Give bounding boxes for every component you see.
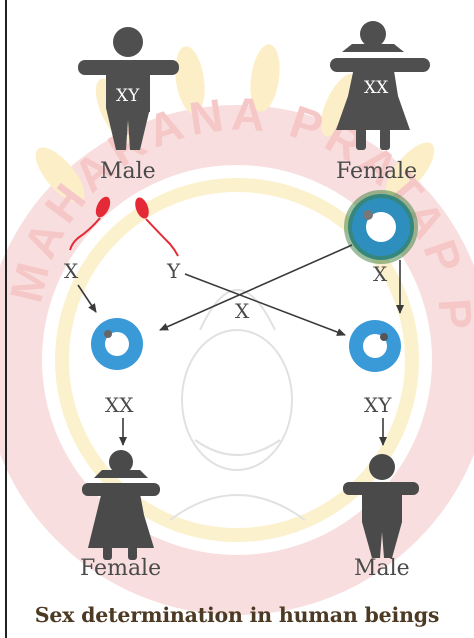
- sperm-y-label: Y: [167, 261, 180, 281]
- school-watermark: MAHARANA PRATAP PUBLIC SCHOOL: [0, 0, 474, 585]
- egg-mother-cell: [348, 194, 414, 260]
- male-parent-chromosomes: XY: [116, 88, 139, 105]
- egg-xx-zygote: [91, 318, 143, 370]
- egg-x-right-label: X: [373, 264, 387, 284]
- watermark-portrait: [170, 290, 305, 520]
- male-parent-label: Male: [100, 161, 156, 183]
- female-parent-label: Female: [336, 161, 417, 183]
- diagram-caption: Sex determination in human beings: [0, 603, 474, 627]
- offspring-female-label: Female: [80, 558, 161, 580]
- offspring-xx-label: XX: [105, 395, 133, 415]
- female-parent-chromosomes: XX: [364, 80, 388, 97]
- offspring-xy-label: XY: [364, 395, 391, 415]
- offspring-male-label: Male: [354, 558, 410, 580]
- sperm-x-label: X: [64, 261, 78, 281]
- egg-xy-zygote: [349, 320, 401, 372]
- egg-x-left-label: X: [235, 301, 249, 321]
